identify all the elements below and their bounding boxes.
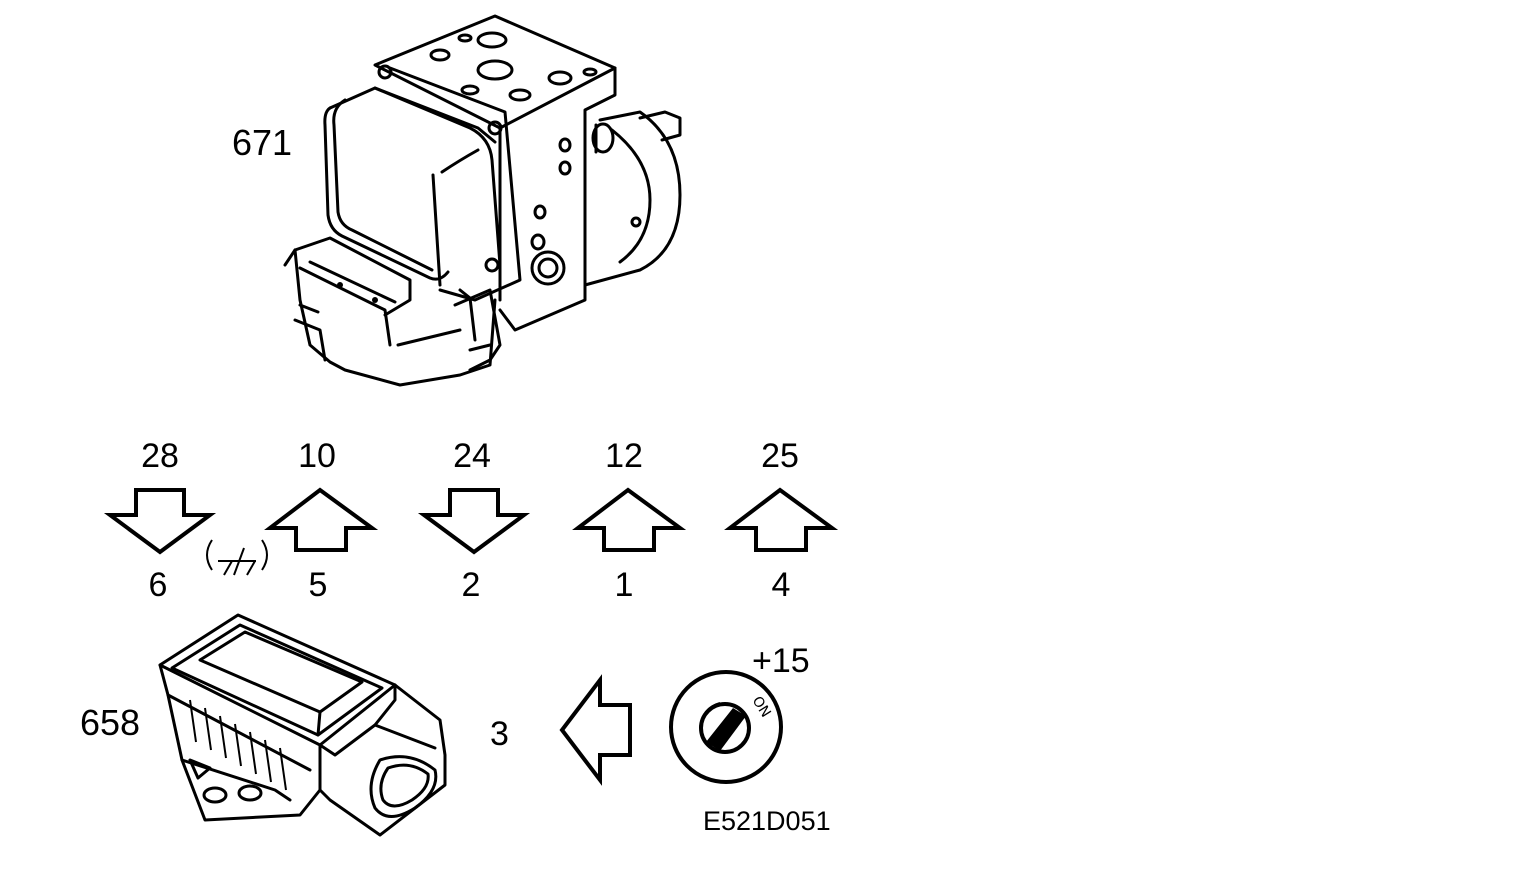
signal-2-top-label: 10 [298, 437, 336, 475]
signal-1-top-label: 28 [141, 437, 179, 475]
signal-4-bottom-label: 1 [615, 566, 634, 604]
left-arrow-icon [559, 674, 632, 786]
signal-2-bottom-label: 5 [309, 566, 328, 604]
ignition-switch-icon [669, 670, 783, 784]
yaw-rate-sensor-illustration [158, 613, 447, 837]
abs-control-unit-illustration [283, 14, 682, 387]
signal-3-top-label: 24 [453, 437, 491, 475]
ignition-terminal-label: +15 [752, 642, 810, 680]
signal-5-top-label: 25 [761, 437, 799, 475]
down-arrow-icon [417, 488, 531, 555]
up-arrow-icon [724, 487, 839, 552]
signal-3-bottom-label: 2 [462, 566, 481, 604]
signal-row: 28 6 10 5 24 2 12 1 25 4 [103, 437, 839, 604]
ground-symbol-icon [206, 539, 268, 576]
ignition-pin-label: 3 [490, 715, 509, 753]
figure-code: E521D051 [703, 806, 831, 836]
sensor-label: 658 [80, 702, 140, 743]
signal-4-top-label: 12 [605, 437, 643, 475]
up-arrow-icon [264, 487, 379, 552]
abs-unit-label: 671 [232, 122, 292, 163]
signal-1-bottom-label: 6 [149, 566, 168, 604]
up-arrow-icon [572, 487, 687, 552]
signal-5-bottom-label: 4 [772, 566, 791, 604]
down-arrow-icon [103, 488, 217, 555]
